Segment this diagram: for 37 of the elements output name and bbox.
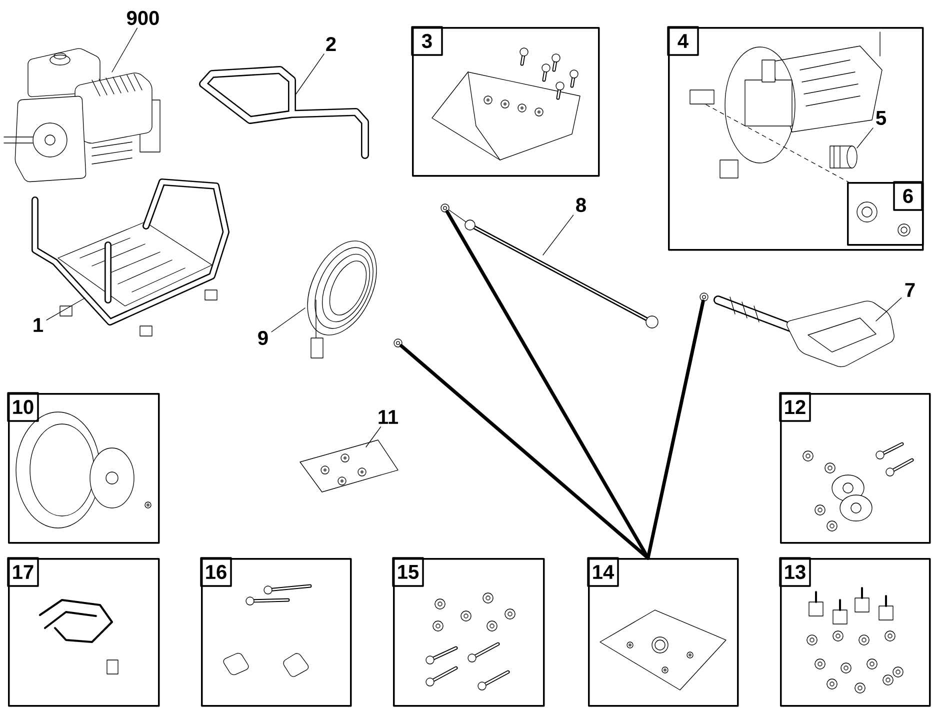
leader-line	[445, 210, 650, 560]
leader-line	[296, 54, 324, 94]
part-box: 12	[779, 392, 931, 544]
leader-line	[112, 28, 138, 72]
fitting-drawing	[830, 146, 858, 168]
frame-drawing	[32, 178, 230, 336]
leader-line	[646, 300, 705, 560]
part-box: 16	[200, 557, 352, 707]
hose-drawing	[307, 240, 377, 358]
callout-number: 5	[876, 111, 886, 125]
leader-line	[856, 128, 874, 148]
callout-number: 8	[576, 198, 586, 212]
engine-drawing	[4, 48, 160, 182]
callout-number: 9	[258, 330, 268, 346]
callout-number: 7	[905, 283, 915, 297]
leader-line	[271, 308, 306, 332]
bag-drawing	[300, 440, 398, 492]
callout-number: 2	[326, 37, 336, 51]
part-box: 14	[587, 557, 739, 707]
leader-line	[876, 297, 902, 322]
callout-number: 1	[34, 318, 43, 332]
part-box: 6	[847, 181, 924, 246]
handle-drawing	[199, 66, 369, 159]
leader-line	[366, 426, 382, 448]
leader-line	[46, 298, 86, 320]
washer-drawing	[700, 292, 708, 302]
callout-number: 900	[127, 10, 159, 26]
part-box: 13	[779, 557, 931, 707]
washer-drawing	[394, 338, 402, 348]
washer-drawing	[440, 204, 450, 212]
part-box: 15	[392, 557, 545, 707]
part-box: 17	[7, 557, 160, 707]
callout-number: 11	[378, 410, 398, 424]
part-box: 10	[7, 392, 160, 544]
spray-gun-drawing	[714, 296, 894, 368]
leader-line	[542, 214, 574, 256]
part-box: 3	[411, 26, 600, 177]
